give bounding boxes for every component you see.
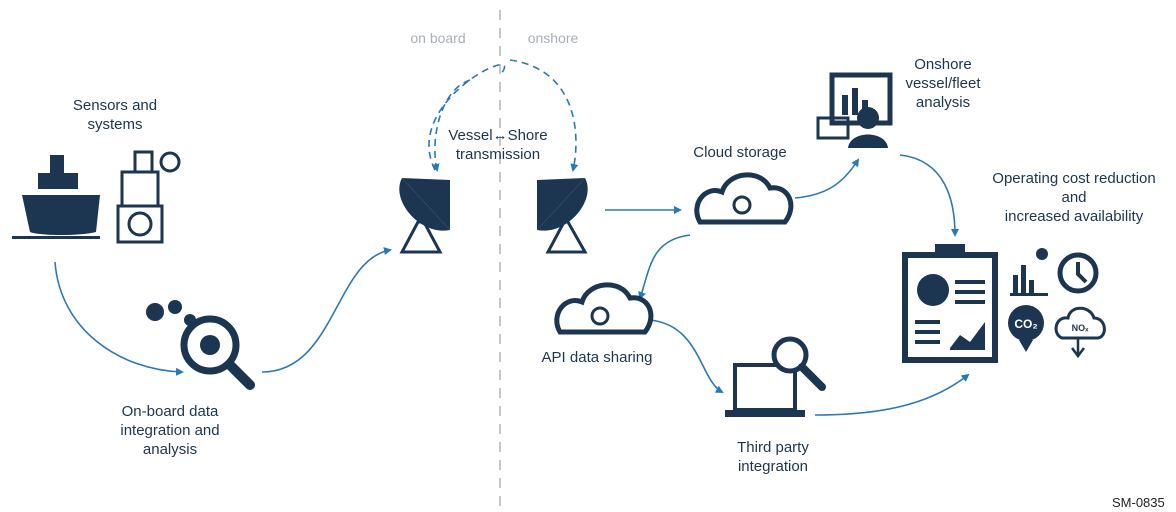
arrow-cloud-to-api	[638, 234, 691, 300]
arrow-cloud-to-fleet	[794, 158, 860, 199]
report-clipboard-icon	[902, 244, 998, 363]
laptop-search-icon	[725, 336, 826, 417]
arrow-onboard-to-dish	[261, 247, 392, 373]
data-analysis-icon	[146, 300, 255, 390]
api-sharing-label: API data sharing	[541, 349, 653, 366]
clock-icon	[1057, 252, 1099, 294]
zone-label-onshore: onshore	[527, 30, 579, 46]
reference-code: SM-0835	[1112, 495, 1165, 507]
cloud-storage-label: Cloud storage	[693, 144, 787, 161]
onboard-analysis-label: On-board data integration and analysis	[120, 403, 220, 458]
transmission-label: Vessel↔Shore transmission	[448, 127, 548, 163]
sensors-label: Sensors and systems	[72, 97, 158, 133]
onboard-dish-icon	[399, 178, 450, 254]
co2-label: CO₂	[1014, 317, 1037, 331]
onshore-dish-icon	[537, 178, 588, 254]
cost-chart-icon	[1010, 248, 1048, 296]
arrow-thirdparty-to-report	[814, 373, 970, 416]
nox-label: NOₓ	[1072, 323, 1090, 333]
fleet-analyst-icon	[816, 72, 893, 148]
nox-icon: NOₓ	[1054, 306, 1106, 359]
cloud-storage-icon	[694, 172, 794, 225]
arrow-transmission-up	[428, 64, 506, 171]
third-party-label: Third party integration	[737, 439, 809, 475]
zone-label-onboard: on board	[410, 30, 466, 46]
arrow-fleet-to-report	[899, 154, 959, 237]
fleet-analysis-label: Onshore vessel/fleet analysis	[905, 56, 981, 111]
api-cloud-icon	[554, 282, 654, 335]
engine-icon	[116, 150, 181, 244]
cost-reduction-label: Operating cost reduction and increased a…	[992, 170, 1156, 225]
arrow-transmission-return	[431, 79, 471, 172]
arrow-sensors-to-onboard	[54, 261, 184, 376]
co2-icon: CO₂	[1008, 305, 1044, 352]
arrow-api-to-thirdparty	[649, 319, 724, 393]
ship-icon	[12, 155, 100, 239]
